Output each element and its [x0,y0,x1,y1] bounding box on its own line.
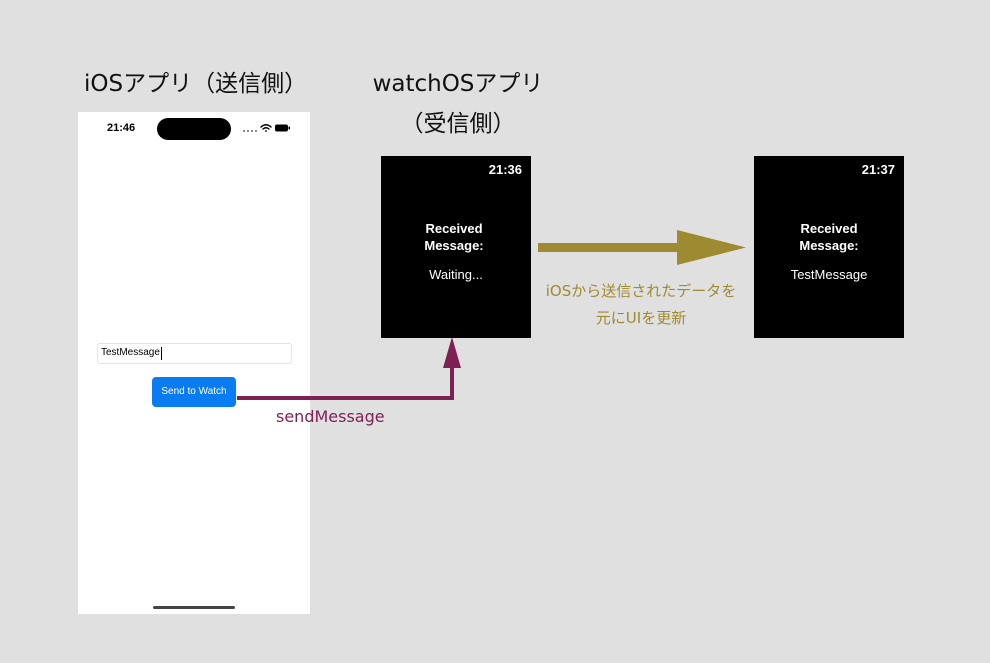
update-ui-label-line2: 元にUIを更新 [595,309,687,327]
wifi-icon [260,124,272,132]
watch-after-heading: Received Message: [754,220,904,254]
watch-app-title: watchOSアプリ （受信側） [368,64,548,144]
status-bar-time: 21:46 [107,122,136,134]
send-message-arrow [237,337,461,400]
text-caret [161,347,162,360]
watch-before-message: Waiting... [429,267,483,282]
update-ui-label: iOSから送信されたデータを 元にUIを更新 [536,278,746,332]
dynamic-island [157,118,231,140]
send-message-label: sendMessage [276,407,385,426]
battery-icon [275,124,290,132]
watch-app-title-line1: watchOSアプリ [372,71,544,97]
watch-before-heading-line1: Received [425,221,483,236]
watch-after-time: 21:37 [861,162,895,177]
home-indicator [153,606,235,609]
watch-screen-before: 21:36 Received Message: Waiting... [381,156,531,338]
watch-screen-after: 21:37 Received Message: TestMessage [754,156,904,338]
update-ui-label-line1: iOSから送信されたデータを [545,282,737,300]
watch-after-message: TestMessage [790,267,868,282]
iphone-screen: 21:46 TestMessage Send to Watch [78,112,310,614]
watch-app-title-line2: （受信側） [400,111,516,137]
message-text-field[interactable]: TestMessage [97,343,292,364]
status-icons [243,124,290,132]
signal-icon [243,130,257,132]
watch-after-heading-line1: Received [800,221,858,236]
message-text-field-value: TestMessage [101,347,160,358]
watch-before-heading: Received Message: [379,220,529,254]
ios-app-title: iOSアプリ（送信側） [84,71,308,97]
watch-after-heading-line2: Message: [799,238,859,253]
watch-before-time: 21:36 [488,162,522,177]
watch-before-heading-line2: Message: [424,238,484,253]
update-ui-arrow [538,230,746,265]
send-to-watch-button[interactable]: Send to Watch [152,377,236,407]
